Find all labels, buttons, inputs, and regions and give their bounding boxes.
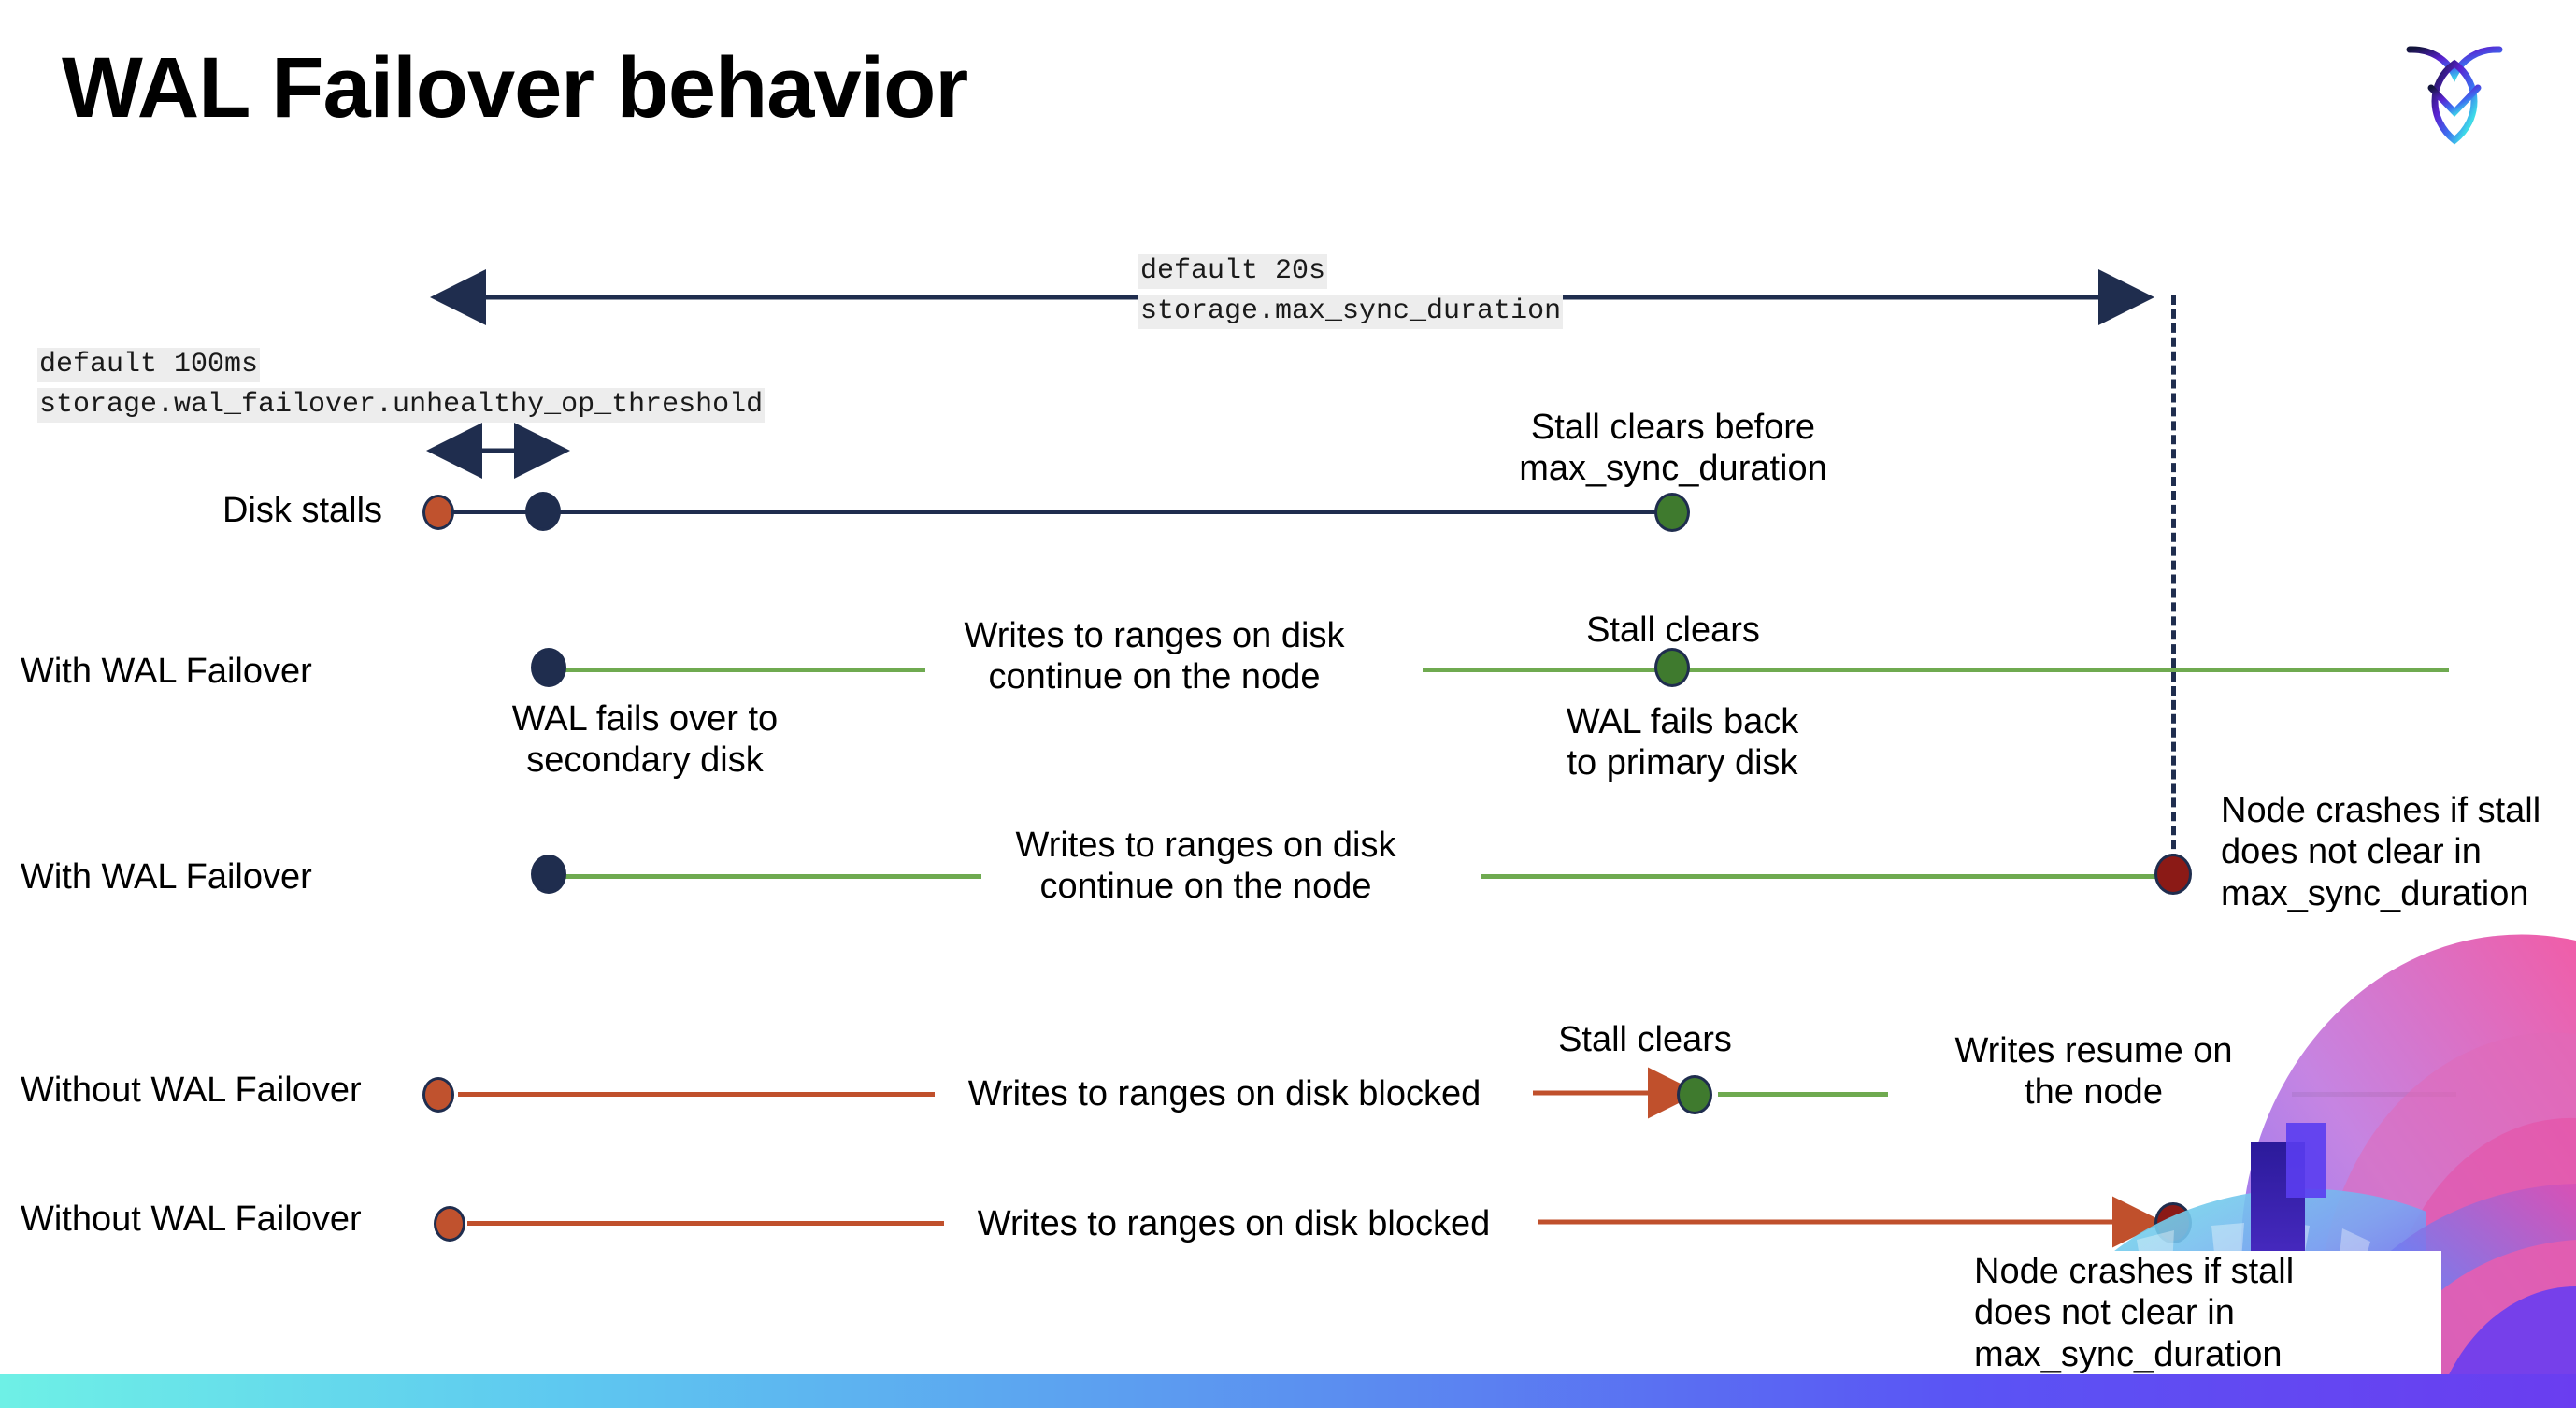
without-wal-failover-1-resume-segment-b: [2292, 1092, 2456, 1097]
with-wal-failover-2-segment-a: [561, 874, 981, 879]
with-wal-failover-2-segment-b: [1481, 874, 2173, 879]
wal-failover-start-dot-2: [531, 855, 566, 894]
note-stall-clears-before-max-sync: Stall clears before max_sync_duration: [1519, 408, 1827, 489]
with-wal-failover-1-segment-a: [561, 668, 925, 672]
note-node-crashes-2: Node crashes if stall does not clear in …: [1974, 1252, 2295, 1374]
disk-stall-threshold-dot: [525, 492, 561, 531]
unhealthy-op-threshold-span-arrow: [426, 423, 570, 479]
without-wal-failover-stall-dot-2: [434, 1206, 465, 1242]
without-wal-failover-stall-clears-dot: [1677, 1075, 1712, 1114]
unhealthy-op-threshold-default-label: default 100ms: [37, 348, 261, 383]
note-stall-clears-2: Stall clears: [1558, 1020, 1732, 1059]
row-label-without-wal-failover-2: Without WAL Failover: [21, 1200, 362, 1239]
node-crash-dot-2: [2154, 1202, 2192, 1243]
note-writes-resume: Writes resume on the node: [1954, 1031, 2233, 1113]
note-node-crashes-1: Node crashes if stall does not clear in …: [2221, 791, 2541, 913]
without-wal-failover-1-blocked-segment: [458, 1092, 935, 1097]
max-sync-duration-dashed-guide: [2171, 295, 2176, 877]
disk-stall-start-dot: [422, 495, 454, 530]
cockroachdb-logo-icon: [2389, 26, 2520, 157]
note-writes-blocked-2: Writes to ranges on disk blocked: [977, 1204, 1491, 1243]
node-crash-dot-1: [2154, 854, 2192, 895]
with-wal-failover-1-segment-b: [1423, 668, 2449, 672]
unhealthy-op-threshold-setting-label: storage.wal_failover.unhealthy_op_thresh…: [37, 388, 766, 424]
max-sync-duration-setting-label: storage.max_sync_duration: [1138, 295, 1564, 330]
row-label-with-wal-failover-1: With WAL Failover: [21, 652, 312, 691]
row-label-with-wal-failover-2: With WAL Failover: [21, 857, 312, 897]
bottom-accent-bar: [0, 1374, 2576, 1408]
note-writes-continue-1: Writes to ranges on disk continue on the…: [964, 616, 1345, 697]
note-wal-fails-back: WAL fails back to primary disk: [1566, 702, 1799, 783]
without-wal-failover-1-resume-segment-a: [1718, 1092, 1888, 1097]
disk-stall-clears-dot: [1654, 493, 1690, 532]
row-label-disk-stalls: Disk stalls: [222, 491, 383, 530]
row-label-without-wal-failover-1: Without WAL Failover: [21, 1070, 362, 1110]
disk-stalls-timeline: [437, 510, 1671, 514]
note-writes-continue-2: Writes to ranges on disk continue on the…: [1015, 826, 1396, 907]
note-stall-clears-1: Stall clears: [1586, 611, 1760, 650]
without-wal-failover-2-crash-arrow: [1538, 1196, 2164, 1248]
max-sync-duration-default-label: default 20s: [1138, 254, 1328, 290]
wal-failover-start-dot-1: [531, 648, 566, 687]
without-wal-failover-1-resume-arrow: [1533, 1067, 1699, 1119]
wal-failback-dot: [1654, 648, 1690, 687]
without-wal-failover-2-blocked-segment: [467, 1221, 944, 1226]
note-wal-fails-over: WAL fails over to secondary disk: [511, 699, 779, 781]
note-writes-blocked-1: Writes to ranges on disk blocked: [967, 1074, 1481, 1113]
page-title: WAL Failover behavior: [62, 40, 968, 136]
without-wal-failover-stall-dot-1: [422, 1077, 454, 1113]
